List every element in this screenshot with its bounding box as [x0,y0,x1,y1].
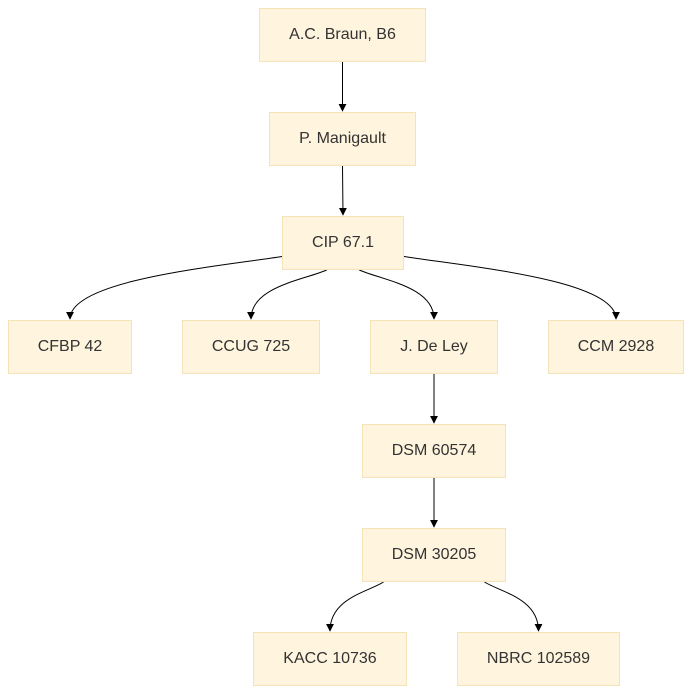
node-braun: A.C. Braun, B6 [259,8,426,62]
node-kacc: KACC 10736 [253,632,407,686]
edge-cip-to-deley [359,269,438,320]
node-cip: CIP 67.1 [282,216,404,270]
node-deley: J. De Ley [370,320,498,374]
node-nbrc: NBRC 102589 [457,632,620,686]
edge-cip-to-cfbp [66,256,283,320]
edge-dsm30205-to-kacc [326,581,384,632]
edge-manigault-to-cip [338,165,347,216]
node-ccm: CCM 2928 [548,320,684,374]
node-ccug: CCUG 725 [182,320,320,374]
edge-cip-to-ccug [247,269,327,320]
node-dsm30205: DSM 30205 [362,528,506,582]
edge-dsm30205-to-nbrc [484,581,543,632]
node-cfbp: CFBP 42 [8,320,132,374]
edge-cip-to-ccm [403,256,620,320]
node-dsm60574: DSM 60574 [362,424,506,478]
node-manigault: P. Manigault [269,112,416,166]
